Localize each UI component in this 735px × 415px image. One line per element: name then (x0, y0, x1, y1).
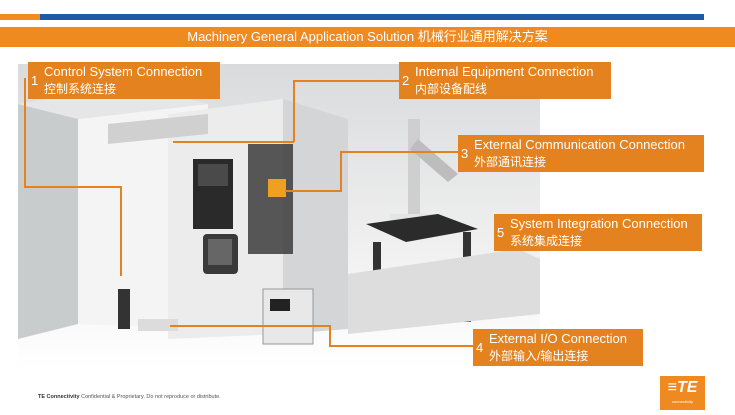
connector-line (329, 325, 331, 347)
footer-brand: TE Connectivity (38, 394, 80, 400)
callout-external-communication: 3 External Communication Connection 外部通讯… (458, 135, 704, 172)
callout-title-en: External I/O Connection (489, 331, 628, 346)
callout-external-io: 4 External I/O Connection 外部输入/输出连接 (473, 329, 643, 366)
callout-title-cn: 外部通讯连接 (474, 155, 547, 169)
machine-drawing (18, 84, 540, 345)
connector-line (24, 78, 26, 188)
callout-title-cn: 控制系统连接 (44, 82, 117, 96)
callout-title-cn: 外部输入/输出连接 (489, 349, 589, 363)
callout-title-en: Internal Equipment Connection (415, 64, 594, 79)
machinery-illustration (18, 64, 540, 369)
te-logo-mark: ≡TE (667, 379, 698, 396)
top-accent-bar-blue (40, 14, 704, 20)
connector-line (340, 151, 342, 191)
callout-title-cn: 系统集成连接 (510, 234, 583, 248)
te-logo: ≡TE connectivity (660, 376, 705, 410)
callout-number: 1 (31, 73, 39, 88)
callout-internal-equipment: 2 Internal Equipment Connection 内部设备配线 (399, 62, 611, 99)
connector-line (120, 186, 122, 276)
callout-title-en: System Integration Connection (510, 216, 688, 231)
connector-line (285, 190, 342, 192)
callout-number: 3 (461, 146, 469, 161)
top-accent-bar-orange (0, 14, 40, 20)
connector-line (170, 325, 330, 327)
page-title: Machinery General Application Solution 机… (0, 27, 735, 47)
footer-notice: TE Connectivity Confidential & Proprieta… (38, 394, 221, 400)
callout-system-integration: 5 System Integration Connection 系统集成连接 (494, 214, 702, 251)
callout-number: 2 (402, 73, 410, 88)
callout-title-en: Control System Connection (44, 64, 203, 79)
footer-confidential: Confidential & Proprietary. Do not repro… (81, 394, 221, 400)
callout-number: 5 (497, 225, 505, 240)
callout-number: 4 (476, 340, 484, 355)
callout-title-en: External Communication Connection (474, 137, 685, 152)
connector-line (329, 345, 474, 347)
callout-title-cn: 内部设备配线 (415, 82, 488, 96)
connector-line (24, 186, 121, 188)
callout-control-system: 1 Control System Connection 控制系统连接 (28, 62, 220, 99)
connector-line (173, 141, 294, 143)
te-logo-sub: connectivity (672, 399, 693, 404)
connector-line (340, 151, 460, 153)
connector-line (293, 80, 403, 82)
connector-line (293, 80, 295, 142)
